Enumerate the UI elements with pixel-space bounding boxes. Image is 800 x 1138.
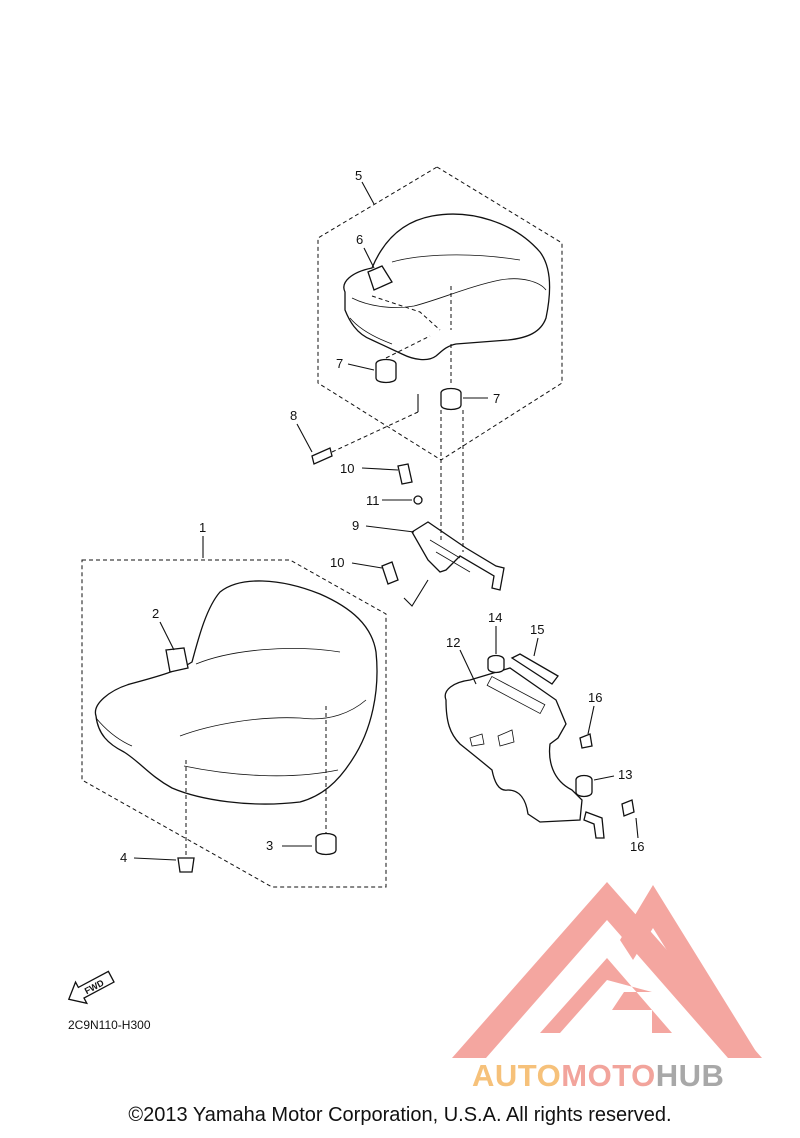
fwd-arrow: FWD [67, 970, 115, 1005]
callout-5: 5 [355, 168, 362, 183]
part-9-bracket [411, 521, 505, 591]
callout-1: 1 [199, 520, 206, 535]
rear-seat-group [317, 166, 563, 461]
callout-14: 14 [488, 610, 502, 625]
callout-16-lower: 16 [630, 839, 644, 854]
bracket-group [311, 394, 505, 607]
part-7-damper-left [375, 358, 397, 384]
callout-7-left: 7 [336, 356, 343, 371]
part-14-grommet [487, 654, 505, 674]
callout-10-lower: 10 [330, 555, 344, 570]
copyright-notice: ©2013 Yamaha Motor Corporation, U.S.A. A… [128, 1104, 672, 1126]
callout-4: 4 [120, 850, 127, 865]
part-16-screw-upper [579, 733, 593, 749]
part-2-tab [165, 647, 189, 673]
callout-9: 9 [352, 518, 359, 533]
watermark-logo [452, 882, 762, 1058]
callout-8: 8 [290, 408, 297, 423]
brand-part-hub: HUB [655, 1058, 725, 1093]
rider-seat-body [94, 580, 378, 805]
part-6-tab [367, 265, 393, 291]
callout-2: 2 [152, 606, 159, 621]
watermark-brand: AUTOMOTOHUB [472, 1058, 724, 1094]
part-10-bolt-lower [381, 561, 399, 585]
callouts: 1 2 3 4 5 6 7 7 8 9 10 10 11 12 13 14 15 [120, 168, 644, 865]
part-4-collar [177, 857, 195, 873]
callout-13: 13 [618, 767, 632, 782]
callout-7-right: 7 [493, 391, 500, 406]
rider-seat-group [81, 559, 387, 888]
rider-seat-dashed-outline [81, 559, 387, 888]
brand-part-auto: AUTO [472, 1058, 562, 1093]
callout-16-upper: 16 [588, 690, 602, 705]
callout-11: 11 [366, 493, 380, 508]
part-3-damper [315, 832, 337, 856]
part-8-bolt [311, 447, 333, 465]
part-12-side-cover [444, 667, 583, 823]
part-11-washer [413, 495, 423, 505]
callout-3: 3 [266, 838, 273, 853]
callout-12: 12 [446, 635, 460, 650]
callout-6: 6 [356, 232, 363, 247]
callout-15: 15 [530, 622, 544, 637]
part-10-bolt-upper [397, 463, 413, 485]
brand-part-moto: MOTO [561, 1058, 656, 1093]
part-15-strip [510, 653, 559, 685]
diagram-code: 2C9N110-H300 [68, 1018, 151, 1032]
side-cover-group [444, 653, 635, 839]
part-7-damper-right [440, 387, 462, 411]
part-13-nut [575, 774, 593, 798]
rear-seat-body [343, 213, 551, 361]
part-16-screw-lower [621, 799, 635, 817]
callout-10-upper: 10 [340, 461, 354, 476]
